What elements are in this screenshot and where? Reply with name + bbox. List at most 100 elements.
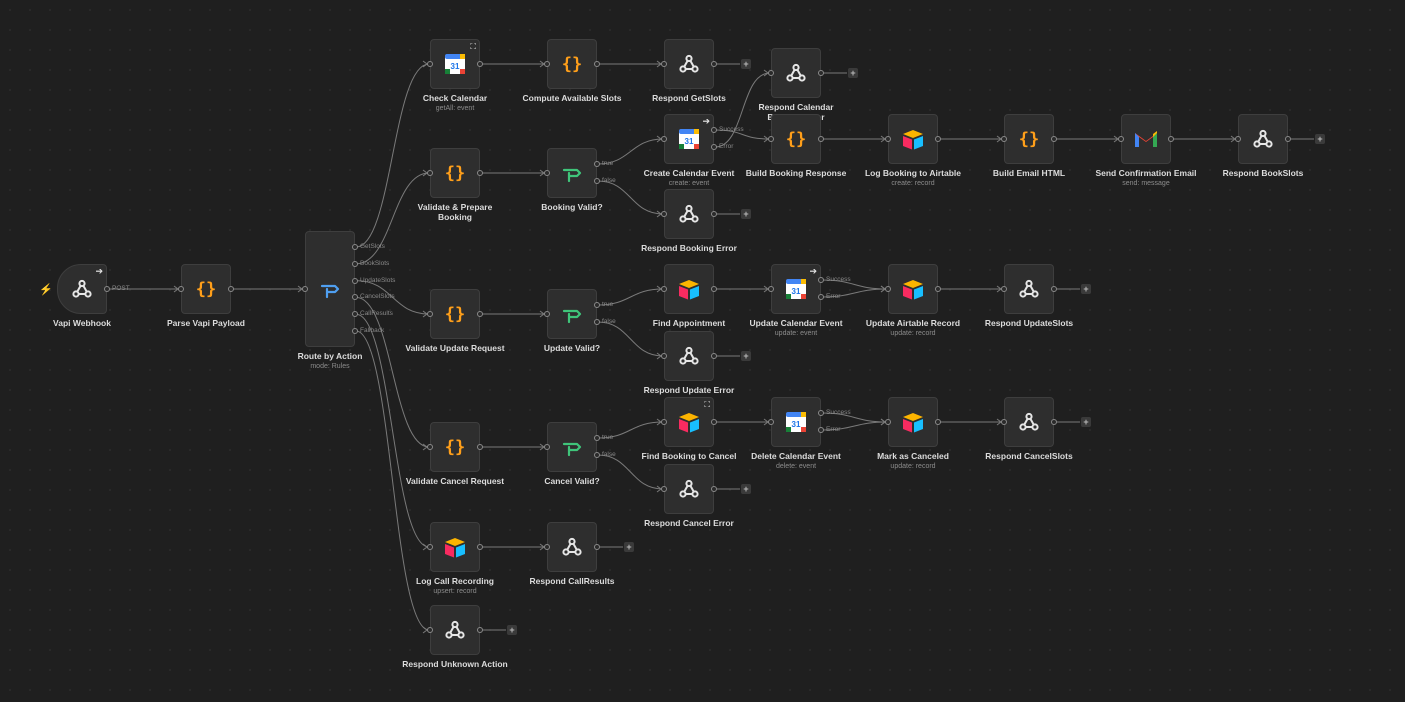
build-booking-response-node[interactable]: {} bbox=[771, 114, 821, 164]
connection-edge[interactable] bbox=[355, 63, 430, 248]
connection-edge[interactable] bbox=[597, 321, 664, 357]
input-port[interactable] bbox=[1118, 136, 1124, 142]
input-port[interactable] bbox=[1001, 136, 1007, 142]
output-port[interactable] bbox=[1168, 136, 1174, 142]
add-node-button[interactable]: + bbox=[624, 542, 634, 552]
input-port[interactable] bbox=[661, 286, 667, 292]
input-port[interactable] bbox=[544, 544, 550, 550]
open-arrow-icon[interactable]: ➔ bbox=[702, 116, 710, 126]
output-port[interactable] bbox=[818, 70, 824, 76]
output-port[interactable] bbox=[352, 277, 358, 284]
output-port[interactable] bbox=[594, 452, 600, 458]
update-valid-node[interactable] bbox=[547, 289, 597, 339]
connection-edge[interactable] bbox=[355, 330, 430, 631]
input-port[interactable] bbox=[544, 170, 550, 176]
output-port[interactable] bbox=[594, 61, 600, 67]
output-port[interactable] bbox=[477, 444, 483, 450]
add-node-button[interactable]: + bbox=[741, 484, 751, 494]
input-port[interactable] bbox=[427, 311, 433, 317]
output-port[interactable] bbox=[104, 286, 110, 292]
output-port[interactable] bbox=[935, 286, 941, 292]
output-port[interactable] bbox=[228, 286, 234, 292]
output-port[interactable] bbox=[1051, 136, 1057, 142]
respond-cancel-error-node[interactable] bbox=[664, 464, 714, 514]
output-port[interactable] bbox=[594, 161, 600, 167]
input-port[interactable] bbox=[661, 61, 667, 67]
add-node-button[interactable]: + bbox=[741, 351, 751, 361]
input-port[interactable] bbox=[1001, 286, 1007, 292]
validate-cancel-request-node[interactable]: {} bbox=[430, 422, 480, 472]
input-port[interactable] bbox=[427, 61, 433, 67]
output-port[interactable] bbox=[477, 311, 483, 317]
update-calendar-event-node[interactable]: 31➔ bbox=[771, 264, 821, 314]
input-port[interactable] bbox=[544, 61, 550, 67]
input-port[interactable] bbox=[661, 211, 667, 217]
connection-edge[interactable] bbox=[597, 421, 664, 439]
output-port[interactable] bbox=[352, 328, 358, 334]
output-port[interactable] bbox=[477, 544, 483, 550]
create-calendar-event-node[interactable]: 31➔ bbox=[664, 114, 714, 164]
output-port[interactable] bbox=[477, 170, 483, 176]
output-port[interactable] bbox=[352, 311, 358, 318]
output-port[interactable] bbox=[711, 144, 717, 150]
add-node-button[interactable]: + bbox=[1081, 284, 1091, 294]
output-port[interactable] bbox=[935, 136, 941, 142]
open-arrow-icon[interactable]: ➔ bbox=[809, 266, 817, 276]
input-port[interactable] bbox=[427, 627, 433, 633]
connection-edge[interactable] bbox=[355, 313, 430, 548]
delete-calendar-event-node[interactable]: 31 bbox=[771, 397, 821, 447]
output-port[interactable] bbox=[594, 319, 600, 325]
connection-edge[interactable] bbox=[597, 288, 664, 306]
connection-edge[interactable] bbox=[597, 180, 664, 215]
input-port[interactable] bbox=[661, 486, 667, 492]
connection-edge[interactable] bbox=[821, 279, 888, 290]
output-port[interactable] bbox=[935, 419, 941, 425]
connection-edge[interactable] bbox=[821, 421, 888, 431]
open-arrow-icon[interactable]: ➔ bbox=[95, 266, 103, 276]
output-port[interactable] bbox=[352, 244, 358, 250]
output-port[interactable] bbox=[711, 211, 717, 217]
input-port[interactable] bbox=[661, 136, 667, 142]
add-node-button[interactable]: + bbox=[848, 68, 858, 78]
input-port[interactable] bbox=[768, 419, 774, 425]
output-port[interactable] bbox=[1051, 286, 1057, 292]
output-port[interactable] bbox=[711, 127, 717, 133]
connection-edge[interactable] bbox=[355, 172, 430, 265]
respond-cancelslots-node[interactable] bbox=[1004, 397, 1054, 447]
find-booking-to-cancel-node[interactable]: ⛶ bbox=[664, 397, 714, 447]
input-port[interactable] bbox=[661, 353, 667, 359]
parse-vapi-payload-node[interactable]: {} bbox=[181, 264, 231, 314]
respond-updateslots-node[interactable] bbox=[1004, 264, 1054, 314]
mark-as-canceled-node[interactable] bbox=[888, 397, 938, 447]
respond-booking-error-node[interactable] bbox=[664, 189, 714, 239]
build-email-html-node[interactable]: {} bbox=[1004, 114, 1054, 164]
input-port[interactable] bbox=[1001, 419, 1007, 425]
connection-edge[interactable] bbox=[714, 72, 771, 148]
output-port[interactable] bbox=[1051, 419, 1057, 425]
find-appointment-node[interactable] bbox=[664, 264, 714, 314]
respond-callresults-node[interactable] bbox=[547, 522, 597, 572]
output-port[interactable] bbox=[711, 286, 717, 292]
output-port[interactable] bbox=[352, 294, 358, 301]
input-port[interactable] bbox=[427, 544, 433, 550]
input-port[interactable] bbox=[302, 286, 308, 292]
respond-bookslots-node[interactable] bbox=[1238, 114, 1288, 164]
check-calendar-node[interactable]: 31⛶ bbox=[430, 39, 480, 89]
output-port[interactable] bbox=[711, 353, 717, 359]
respond-update-error-node[interactable] bbox=[664, 331, 714, 381]
input-port[interactable] bbox=[885, 419, 891, 425]
connection-edge[interactable] bbox=[821, 412, 888, 423]
connection-edge[interactable] bbox=[597, 454, 664, 490]
input-port[interactable] bbox=[544, 444, 550, 450]
output-port[interactable] bbox=[818, 427, 824, 433]
update-airtable-record-node[interactable] bbox=[888, 264, 938, 314]
route-by-action-node[interactable] bbox=[305, 231, 355, 347]
input-port[interactable] bbox=[427, 170, 433, 176]
input-port[interactable] bbox=[178, 286, 184, 292]
output-port[interactable] bbox=[711, 61, 717, 67]
output-port[interactable] bbox=[818, 277, 824, 283]
input-port[interactable] bbox=[885, 286, 891, 292]
connection-edge[interactable] bbox=[597, 138, 664, 165]
connection-edge[interactable] bbox=[355, 280, 430, 315]
output-port[interactable] bbox=[594, 435, 600, 441]
